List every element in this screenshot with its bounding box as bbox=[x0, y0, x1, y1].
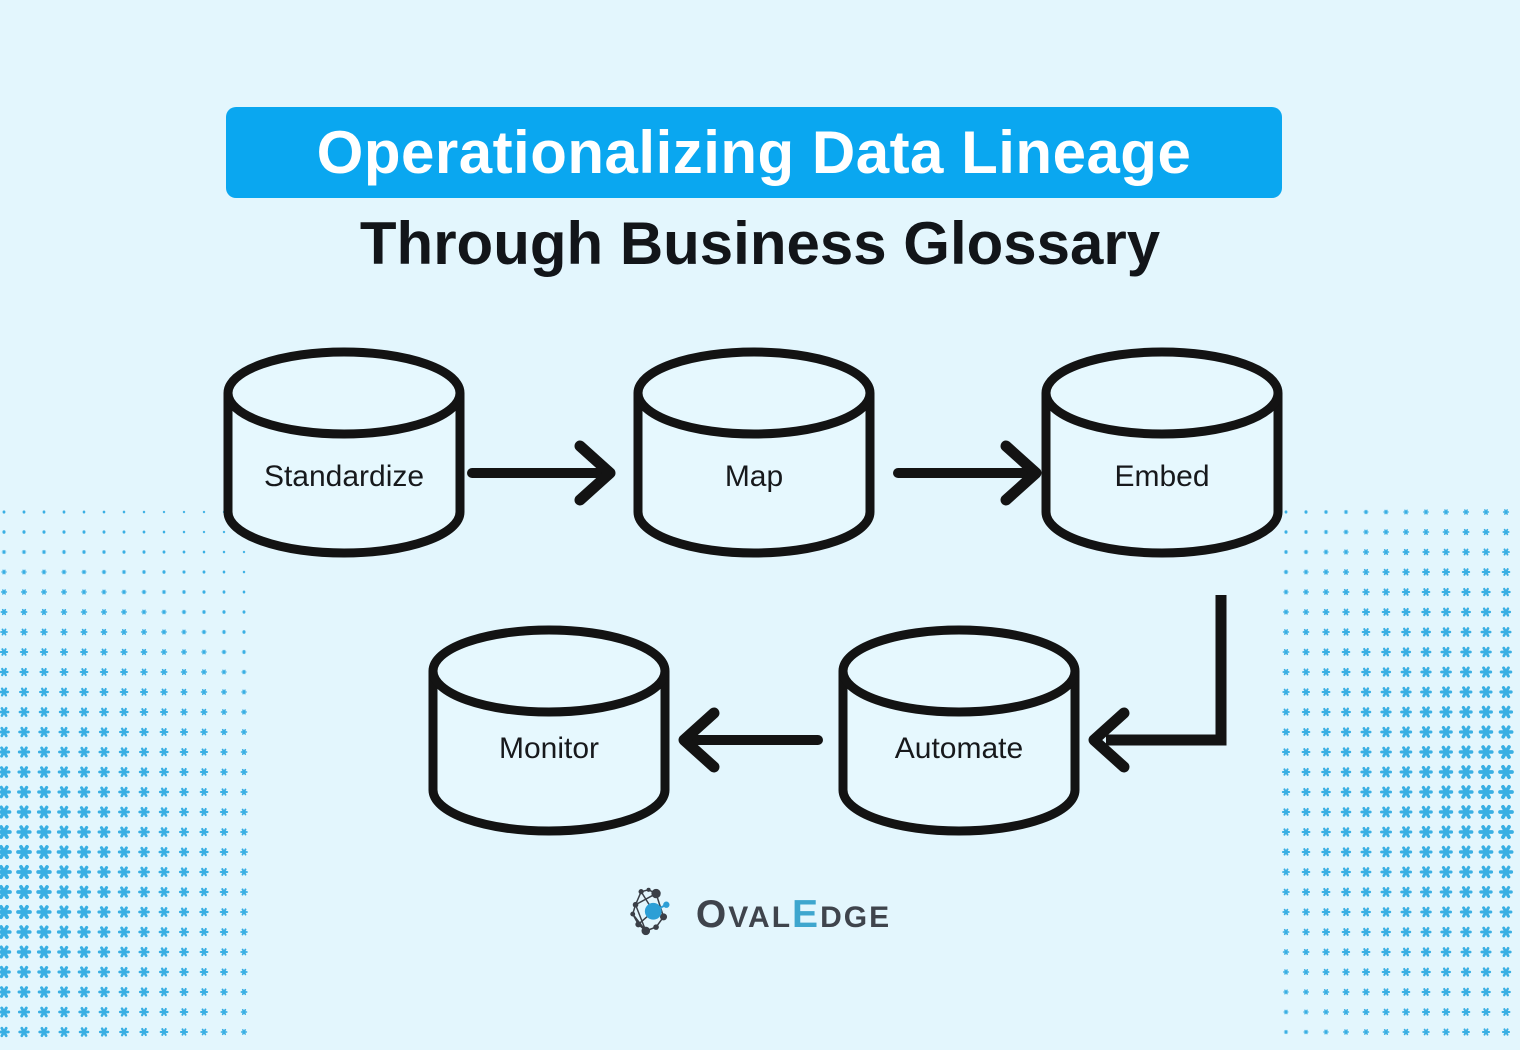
arrow-map-to-embed bbox=[893, 440, 1042, 506]
cylinder-monitor bbox=[428, 625, 670, 836]
arrow-automate-to-monitor bbox=[678, 707, 823, 773]
label-map: Map bbox=[724, 460, 784, 493]
wordmark-dge: DGE bbox=[820, 901, 892, 934]
wordmark-e: E bbox=[792, 893, 821, 936]
arrow-standardize-to-map bbox=[467, 440, 616, 506]
cylinder-standardize bbox=[223, 347, 465, 558]
subtitle-text: Through Business Glossary bbox=[359, 210, 1161, 277]
cylinder-map bbox=[633, 347, 875, 558]
label-monitor: Monitor bbox=[498, 732, 600, 765]
wordmark-val: VAL bbox=[728, 901, 793, 934]
label-standardize: Standardize bbox=[263, 460, 425, 493]
cylinder-embed bbox=[1041, 347, 1283, 558]
title-text: Operationalizing Data Lineage bbox=[316, 119, 1192, 186]
label-embed: Embed bbox=[1114, 460, 1210, 493]
cylinder-automate bbox=[838, 625, 1080, 836]
network-nodes-icon bbox=[630, 887, 670, 936]
label-automate: Automate bbox=[894, 732, 1024, 765]
arrow-embed-to-automate bbox=[1088, 595, 1227, 773]
title-banner: Operationalizing Data Lineage bbox=[226, 107, 1282, 198]
wordmark-o: O bbox=[695, 893, 729, 936]
